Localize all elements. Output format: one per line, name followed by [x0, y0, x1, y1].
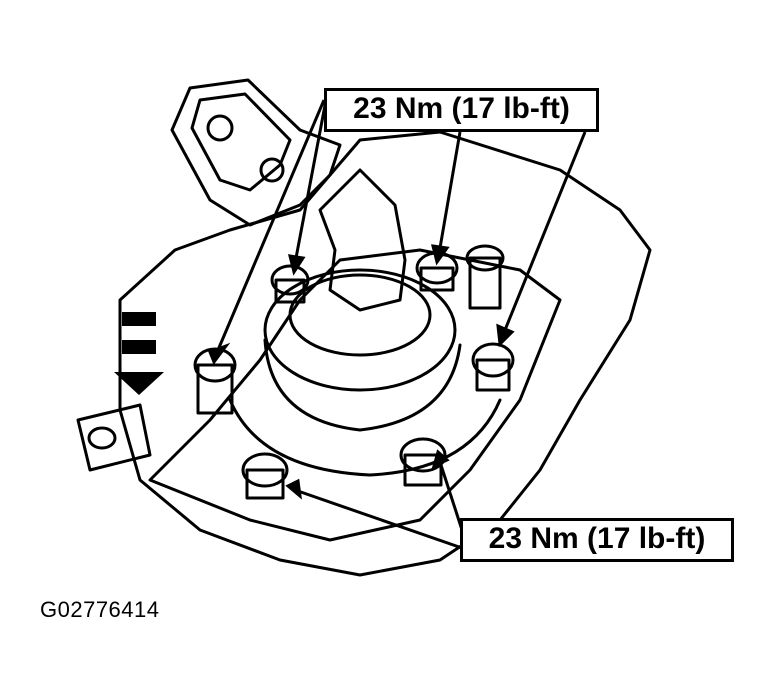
leader-top-4 [503, 131, 587, 331]
upper-bracket-arm [170, 78, 342, 227]
boot-ring-outer [263, 268, 457, 392]
bolt-bottom-left [241, 452, 289, 500]
torque-callout-bottom: 23 Nm (17 lb-ft) [460, 518, 734, 562]
bolt-bottom-right [399, 437, 447, 487]
leader-top-1 [216, 99, 326, 351]
bolt-top-left [270, 264, 310, 304]
left-tab-hole [87, 426, 117, 450]
figure-code: G02776414 [40, 597, 160, 622]
leader-bottom-1 [438, 461, 464, 531]
front-direction-arrow [114, 312, 164, 395]
bracket-hole-1 [206, 114, 234, 142]
stud-right [465, 244, 505, 310]
upper-bracket-inner [190, 92, 292, 192]
shift-lever [318, 168, 407, 312]
leader-top-3 [438, 131, 462, 249]
leader-bottom-2 [294, 488, 463, 550]
leader-top-2 [294, 99, 328, 259]
torque-callout-top: 23 Nm (17 lb-ft) [324, 88, 599, 132]
left-tab [76, 403, 152, 472]
housing-collar [228, 398, 502, 477]
bracket-hole-2 [259, 157, 285, 183]
housing-plate [118, 130, 652, 577]
bolt-right [471, 342, 515, 392]
boot-ring-inner [288, 273, 432, 357]
boot-base [263, 338, 462, 432]
